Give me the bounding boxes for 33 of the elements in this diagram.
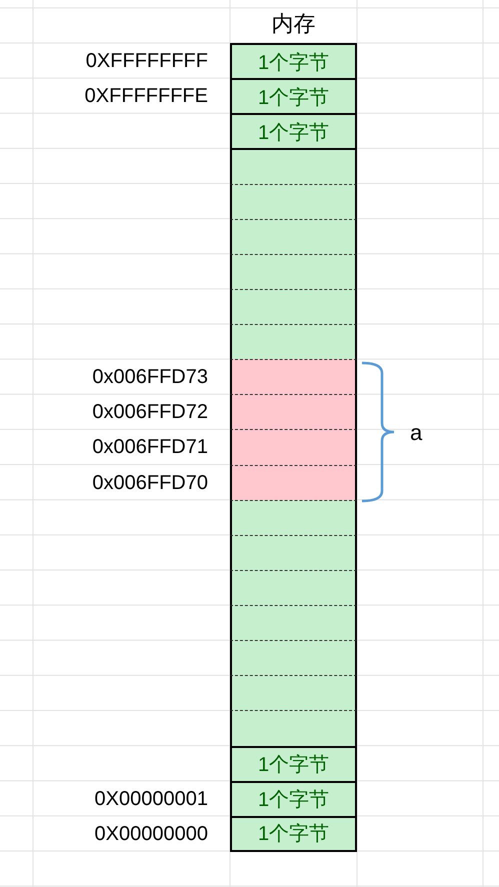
memory-cell: [230, 148, 357, 184]
memory-cell: [230, 218, 357, 255]
memory-cell: 1个字节: [230, 113, 357, 150]
memory-cell: [230, 710, 357, 747]
memory-cell: [230, 640, 357, 676]
memory-cell: [230, 184, 357, 220]
address-label: 0X00000001: [94, 786, 208, 812]
memory-cell: [230, 500, 357, 536]
memory-cell: [230, 359, 357, 396]
address-label: 0x006FFD70: [92, 470, 208, 496]
memory-cell: [230, 288, 357, 326]
address-label: 0XFFFFFFFF: [86, 49, 208, 74]
memory-cell: [230, 675, 357, 712]
memory-cell: [230, 534, 357, 571]
address-label: 0x006FFD72: [92, 400, 208, 426]
brace-label: a: [410, 420, 422, 446]
address-label: 0X00000000: [94, 822, 208, 847]
memory-cell: [230, 570, 357, 606]
memory-cell: [230, 605, 357, 642]
memory-cell: [230, 254, 357, 290]
address-label: 0x006FFD71: [92, 435, 208, 460]
memory-cell: 1个字节: [230, 746, 357, 782]
address-label: 0XFFFFFFFE: [84, 84, 208, 110]
memory-cell: 1个字节: [230, 780, 357, 817]
memory-cell: [230, 429, 357, 466]
column-heading: 内存: [270, 10, 316, 38]
memory-cell: 1个字节: [230, 43, 357, 80]
memory-cell: [230, 394, 357, 430]
memory-cell: [230, 324, 357, 360]
address-label: 0x006FFD73: [92, 365, 208, 390]
memory-cell: [230, 464, 357, 501]
memory-cell: 1个字节: [230, 78, 357, 114]
memory-cell: 1个字节: [230, 816, 357, 852]
